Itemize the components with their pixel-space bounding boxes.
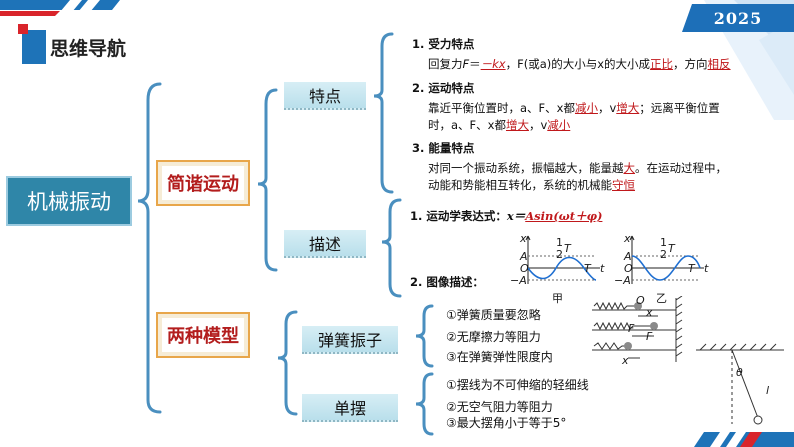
graph-jia-halfT: T bbox=[564, 242, 571, 255]
pendulum-note-2: ②无空气阻力等阻力 bbox=[446, 400, 553, 414]
graph-jia-A: A bbox=[520, 250, 528, 263]
energy-line-2: 动能和势能相互转化，系统的机械能守恒 bbox=[428, 178, 635, 192]
graph-jia-negA: −A bbox=[510, 274, 527, 287]
answer-force: －kx bbox=[480, 57, 506, 71]
year-badge: 2025 bbox=[682, 4, 794, 32]
graph-heading: 2. 图像描述： bbox=[410, 275, 484, 289]
answer-increase-1: 增大 bbox=[616, 101, 640, 115]
spring-note-1: ①弹簧质量要忽略 bbox=[446, 308, 541, 322]
leaf-spring: 弹簧振子 bbox=[302, 326, 398, 354]
answer-decrease-2: 减小 bbox=[547, 118, 571, 132]
root-label: 机械振动 bbox=[27, 190, 111, 214]
answer-large: 大 bbox=[623, 161, 636, 175]
answer-decrease-1: 减小 bbox=[574, 101, 598, 115]
spring-label-F2: F bbox=[646, 330, 653, 343]
graph-jia-T: T bbox=[584, 262, 591, 275]
motion-heading: 2. 运动特点 bbox=[412, 81, 475, 95]
graph-yi-A: A bbox=[624, 250, 632, 263]
answer-proportional: 正比 bbox=[650, 57, 674, 71]
motion-line-1: 靠近平衡位置时，a、F、x都减小，v增大；远离平衡位置 bbox=[428, 101, 720, 115]
motion-line-2: 时，a、F、x都增大，v减小 bbox=[428, 118, 571, 132]
answer-increase-2: 增大 bbox=[505, 118, 529, 132]
root-node: 机械振动 bbox=[6, 176, 132, 226]
branch-shm-label: 简谐运动 bbox=[167, 174, 239, 195]
branch-models: 两种模型 bbox=[156, 312, 250, 358]
graph-yi-O: O bbox=[624, 262, 633, 275]
title-decoration bbox=[18, 24, 46, 64]
leaf-features: 特点 bbox=[284, 82, 366, 110]
graph-jia-caption: 甲 bbox=[552, 292, 563, 305]
graph-yi-halfT: T bbox=[668, 242, 675, 255]
graph-yi-negA: −A bbox=[614, 274, 631, 287]
footer-stripes bbox=[694, 432, 794, 447]
pendulum-note-3: ③最大摆角小于等于5° bbox=[446, 416, 567, 430]
energy-line-1: 对同一个振动系统，振幅越大，能量越大。在运动过程中， bbox=[428, 161, 727, 175]
graph-jia-half-den: 2 bbox=[556, 248, 563, 261]
graph-yi-half-den: 2 bbox=[660, 248, 667, 261]
spring-note-3: ③在弹簧弹性限度内 bbox=[446, 350, 553, 364]
graph-jia-O: O bbox=[520, 262, 529, 275]
graph-yi-T: T bbox=[688, 262, 695, 275]
graph-jia-xlabel: t bbox=[600, 262, 605, 275]
leaf-pendulum-label: 单摆 bbox=[333, 399, 366, 418]
graph-yi bbox=[629, 235, 704, 284]
force-heading: 1. 受力特点 bbox=[412, 37, 475, 51]
energy-heading: 3. 能量特点 bbox=[412, 141, 475, 155]
graph-yi-xlabel: t bbox=[704, 262, 709, 275]
graph-yi-half-num: 1 bbox=[660, 236, 667, 249]
pendulum-diagram bbox=[696, 343, 784, 425]
answer-conserved: 守恒 bbox=[612, 178, 635, 192]
spring-note-2: ②无摩擦力等阻力 bbox=[446, 330, 541, 344]
answer-expression: Asin(ωt＋φ) bbox=[525, 209, 603, 223]
graph-jia-half-num: 1 bbox=[556, 236, 563, 249]
answer-opposite: 相反 bbox=[707, 57, 731, 71]
graph-jia bbox=[525, 235, 600, 284]
branch-models-label: 两种模型 bbox=[167, 326, 239, 347]
leaf-pendulum: 单摆 bbox=[302, 394, 398, 422]
pendulum-note-1: ①摆线为不可伸缩的轻细线 bbox=[446, 378, 589, 392]
header-stripes bbox=[0, 0, 120, 16]
leaf-describe-label: 描述 bbox=[308, 235, 341, 254]
spring-label-x2: x bbox=[622, 354, 629, 367]
expr-heading: 1. 运动学表达式：x＝Asin(ωt＋φ) bbox=[410, 209, 603, 223]
leaf-features-label: 特点 bbox=[308, 87, 341, 106]
pendulum-label-l: l bbox=[766, 384, 770, 397]
branch-shm: 简谐运动 bbox=[156, 160, 250, 206]
spring-oscillator-diagram bbox=[592, 296, 683, 362]
graph-yi-caption: 乙 bbox=[656, 292, 667, 305]
spring-label-O: O bbox=[636, 294, 645, 307]
graph-jia-ylabel: x bbox=[520, 232, 527, 245]
force-line: 回复力F＝－kx，F(或a)的大小与x的大小成正比，方向相反 bbox=[428, 57, 731, 71]
graph-yi-ylabel: x bbox=[624, 232, 631, 245]
spring-label-x1: x bbox=[646, 306, 653, 319]
pendulum-label-theta: θ bbox=[736, 366, 743, 379]
leaf-describe: 描述 bbox=[284, 230, 366, 258]
leaf-spring-label: 弹簧振子 bbox=[317, 331, 382, 350]
spring-label-F1: F bbox=[628, 322, 635, 335]
page-title: 思维导航 bbox=[50, 38, 127, 60]
